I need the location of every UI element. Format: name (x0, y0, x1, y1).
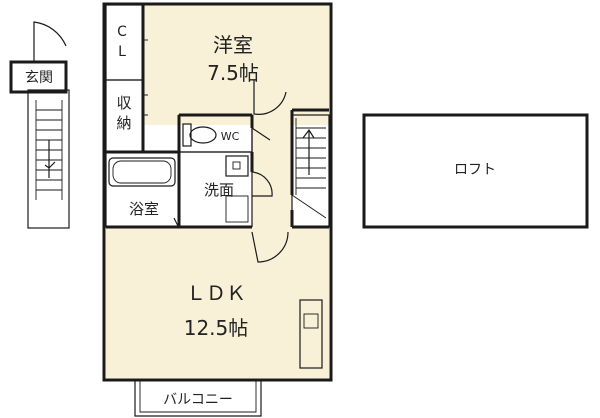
laundry-space (225, 195, 249, 223)
bathtub-inner (112, 160, 172, 184)
stair-treads (35, 100, 63, 200)
closet (105, 4, 144, 81)
kitchen-counter (299, 299, 323, 369)
sink-icon (225, 155, 249, 177)
ldk (106, 227, 329, 378)
western-room-size: 7.5帖 (207, 61, 259, 85)
toilet-icon (182, 123, 217, 147)
loft-area (362, 113, 589, 229)
outer-wall (102, 2, 333, 382)
entrance-stair-unit: 玄関 (9, 21, 70, 229)
entrance-door[interactable] (33, 21, 67, 62)
ldk-label: ＬＤＫ (186, 281, 246, 305)
storage-door[interactable] (143, 94, 148, 116)
stair-well-treads (291, 118, 327, 219)
washroom-door[interactable] (251, 171, 273, 197)
main-unit: 洋室 7.5帖 C L 収 納 WC 洗面 浴室 ＬＤＫ 12.5帖 (102, 2, 333, 382)
closet-label-2: L (118, 44, 126, 60)
stair-well-arrow (302, 128, 315, 175)
entrance-area (9, 60, 68, 94)
bathroom-label: 浴室 (129, 200, 159, 218)
loft: ロフト (362, 113, 589, 229)
storage-label-1: 収 (116, 94, 131, 112)
entrance-label: 玄関 (25, 69, 53, 86)
wc-door[interactable] (251, 127, 271, 152)
stair-direction-arrow (44, 140, 56, 178)
washroom-label: 洗面 (204, 181, 234, 199)
bathtub (108, 157, 176, 187)
loft-label: ロフト (454, 162, 496, 178)
stair-strip (27, 89, 70, 229)
western-room (143, 5, 329, 125)
hallway (252, 110, 292, 230)
balcony: バルコニー (134, 381, 262, 417)
storage-label-2: 納 (116, 114, 131, 132)
ldk-size: 12.5帖 (184, 316, 249, 340)
ldk-door[interactable] (251, 231, 289, 263)
closet-label-1: C (117, 24, 127, 40)
western-room-door[interactable] (253, 80, 287, 115)
partition-walls (106, 5, 329, 229)
bathroom-door[interactable] (173, 217, 179, 227)
western-room-label: 洋室 (213, 33, 253, 57)
balcony-label: バルコニー (163, 392, 233, 408)
wc-label: WC (221, 130, 240, 143)
